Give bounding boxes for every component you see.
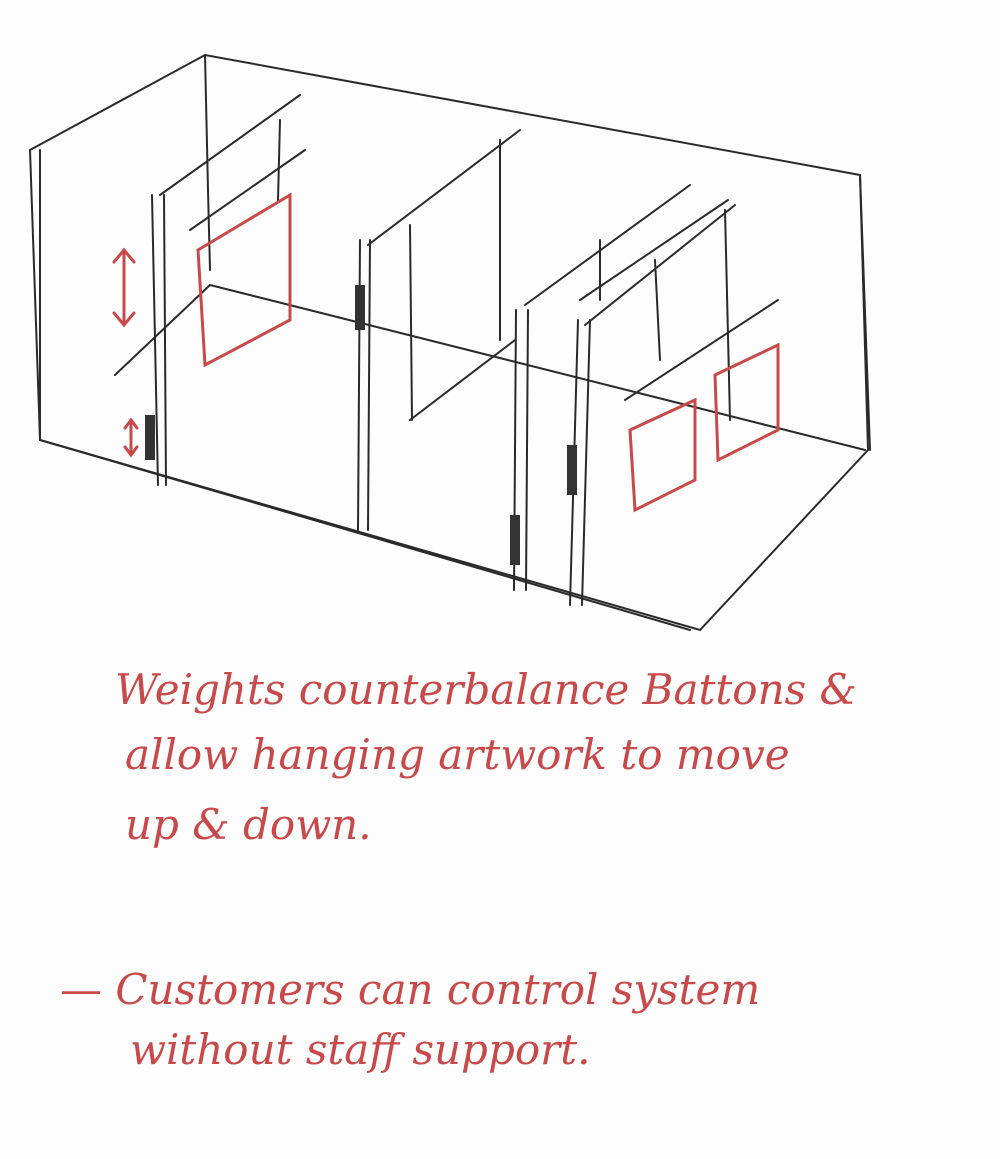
note-line-3: up & down. (125, 800, 372, 849)
note-line-2: allow hanging artwork to move (125, 730, 790, 779)
note-line-1: Weights counterbalance Battons & (115, 665, 857, 714)
note-line-5: without staff support. (130, 1025, 591, 1074)
note-line-4: — Customers can control system (60, 965, 761, 1014)
